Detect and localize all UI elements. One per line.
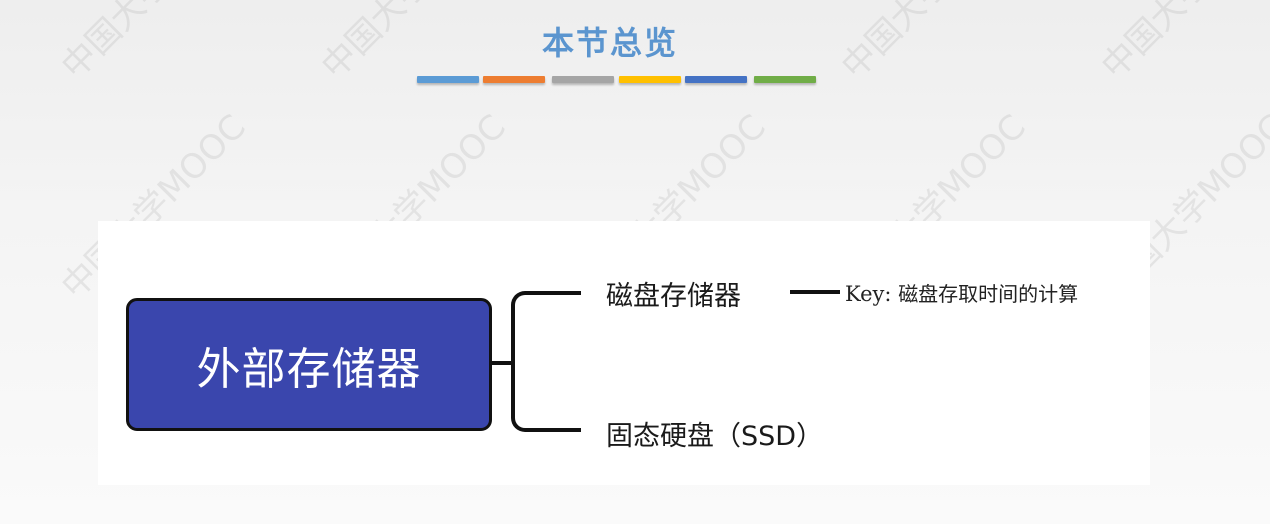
branch-disk-storage: 磁盘存储器 (606, 281, 741, 312)
page-title: 本节总览 (541, 24, 678, 62)
note-connector (790, 290, 840, 294)
color-bar-darkblue (685, 76, 747, 83)
color-bar-blue (417, 76, 479, 83)
root-connector (492, 361, 514, 365)
key-note: Key: 磁盘存取时间的计算 (845, 278, 1078, 307)
color-bar-yellow (619, 76, 681, 83)
key-text: 磁盘存取时间的计算 (898, 282, 1079, 306)
key-label: Key: (845, 282, 892, 306)
color-bar-gray (552, 76, 614, 83)
branch-bracket (511, 291, 581, 432)
root-node-label: 外部存储器 (196, 343, 422, 395)
color-bar-orange (483, 76, 545, 83)
color-bar-green (754, 76, 816, 83)
branch-ssd: 固态硬盘（SSD） (606, 421, 824, 452)
root-node: 外部存储器 (126, 298, 492, 431)
